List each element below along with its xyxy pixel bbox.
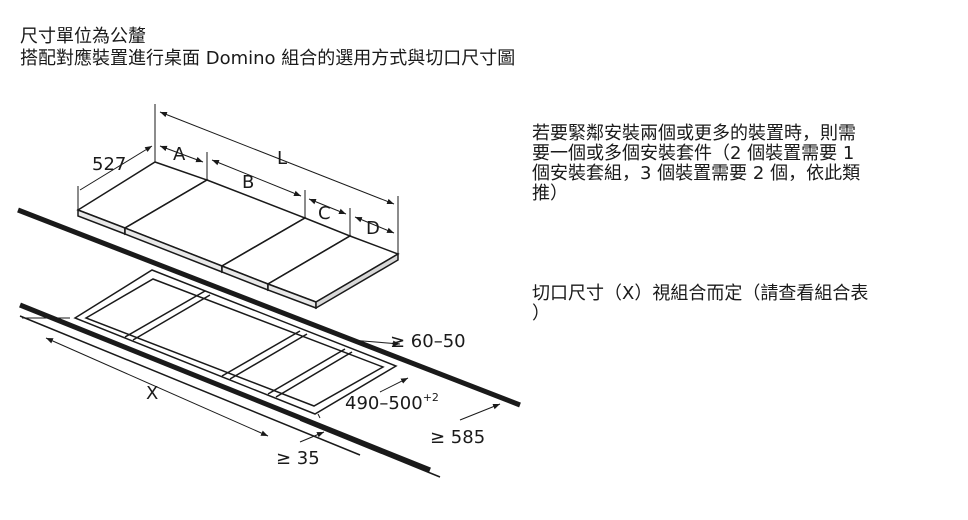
combination-note-line-1: 若要緊鄰安裝兩個或更多的裝置時，則需 (532, 123, 856, 144)
cutout-note-line-2: ） (532, 303, 550, 324)
combination-note: 若要緊鄰安裝兩個或更多的裝置時，則需 要一個或多個安裝套件（2 個裝置需要 1 … (532, 124, 860, 204)
dimension-d-label: D (366, 218, 380, 239)
diagram-title: 搭配對應裝置進行桌面 Domino 組合的選用方式與切口尺寸圖 (20, 48, 516, 69)
cutout-note: 切口尺寸（X）視組合而定（請查看組合表 ） (532, 284, 868, 324)
cutout-depth-value: 490–500 (345, 393, 423, 414)
worktop-back-edge (17, 207, 521, 408)
worktop-front-edge (19, 302, 441, 478)
cutout-depth-tolerance: +2 (423, 391, 439, 404)
cutout-width-label: X (146, 383, 158, 404)
front-margin-label: ≥ 35 (276, 448, 320, 469)
dimension-c-label: C (318, 203, 331, 224)
combination-note-line-3: 個安裝套組，3 個裝置需要 2 個，依此類 (532, 163, 861, 184)
worktop-depth-label: ≥ 585 (430, 427, 485, 448)
units-note: 尺寸單位為公釐 (20, 26, 146, 47)
cutout-depth-label: 490–500+2 (345, 391, 439, 414)
combination-note-line-4: 推） (532, 183, 568, 204)
diagram-header: 尺寸單位為公釐 搭配對應裝置進行桌面 Domino 組合的選用方式與切口尺寸圖 (20, 26, 515, 70)
cutout-note-line-1: 切口尺寸（X）視組合而定（請查看組合表 (532, 283, 869, 304)
appliance-d (266, 235, 400, 310)
dimension-lines (22, 104, 501, 443)
dimension-b-label: B (242, 172, 254, 193)
depth-label: 527 (92, 154, 126, 175)
dimension-a-label: A (173, 144, 186, 165)
rear-gap-label: ≥ 60–50 (390, 331, 466, 352)
total-length-label: L (277, 148, 287, 169)
combination-note-line-2: 要一個或多個安裝套件（2 個裝置需要 1 (532, 143, 855, 164)
